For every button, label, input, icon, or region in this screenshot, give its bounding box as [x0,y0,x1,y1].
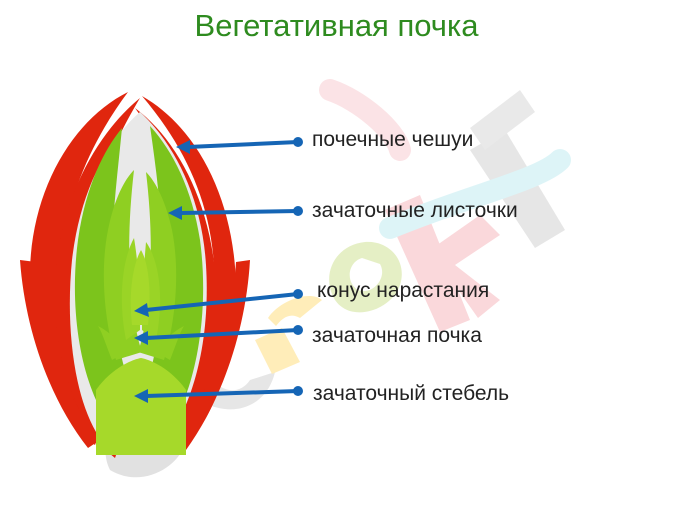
arrow-to-stem [134,386,303,403]
label-leaf-primordia: зачаточные листочки [312,199,518,222]
label-axillary-bud: зачаточная почка [312,324,482,347]
arrow-to-scales [176,137,303,154]
page-title: Вегетативная почка [194,8,479,43]
arrow-to-axillary-bud [134,325,303,345]
pointer-arrows [134,137,303,403]
label-growth-cone: конус нарастания [317,279,490,302]
label-bud-scales: почечные чешуи [312,128,474,151]
arrow-to-cone [134,289,303,317]
label-embryonic-stem: зачаточный стебель [313,382,510,405]
euroki-watermark-logo [105,79,571,478]
arrow-to-leaves [168,206,303,220]
